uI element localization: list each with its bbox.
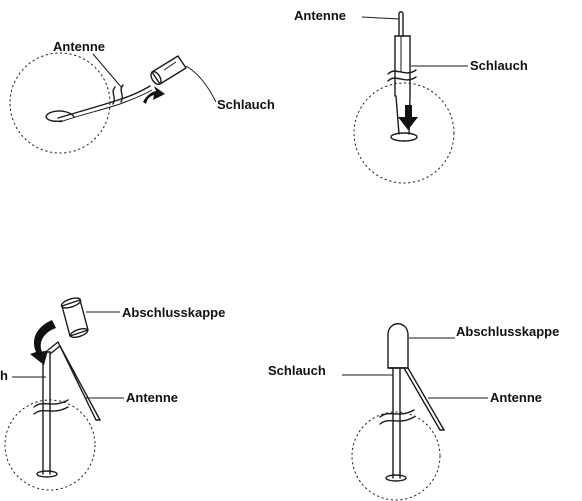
hose-tube [392, 367, 401, 479]
break-mark [387, 76, 417, 82]
antenna-bent-wire [407, 367, 445, 431]
step-2-push-hose-into-ground: Antenne Schlauch [294, 8, 528, 184]
break-mark [379, 409, 415, 418]
antenna-bent-wire [403, 367, 441, 431]
end-cap-label-step-4: Abschlusskappe [456, 324, 559, 339]
leader-line [92, 53, 123, 89]
antenna-loop-end [45, 110, 75, 123]
ground-hole [390, 132, 418, 142]
hose-opening [150, 70, 162, 86]
antenna-label: Antenne [53, 39, 105, 54]
end-cap-top [60, 297, 82, 309]
end-cap-opening [69, 327, 89, 339]
hose-label-step-2: Schlauch [470, 58, 528, 73]
antenna-tip [398, 11, 404, 37]
antenna-wire-inner [59, 89, 153, 123]
hose-label-step-1: Schlauch [217, 97, 275, 112]
leader-line [361, 16, 400, 20]
hose-tube [151, 55, 187, 85]
push-arrow-icon [143, 86, 165, 104]
ground-hole [385, 474, 407, 482]
end-cap [387, 323, 409, 369]
antenna-label-step-3: Antenne [126, 390, 178, 405]
end-cap-label-step-3: Abschlusskappe [122, 305, 225, 320]
step-1-insert-antenna-into-hose: Antenne Schlauch [9, 39, 275, 154]
break-mark [33, 399, 69, 408]
break-mark [112, 86, 116, 105]
down-arrow-icon [398, 105, 418, 130]
antenna-bent-wire [47, 341, 97, 421]
curved-down-arrow-icon [30, 320, 56, 365]
break-mark [33, 406, 69, 415]
antenna-label-step-4: Antenne [490, 390, 542, 405]
ground-area-dashed-circle [353, 82, 455, 184]
break-mark [120, 84, 124, 103]
step-3-place-end-cap: Abschlusskappe h Antenne [0, 297, 225, 491]
step-4-assembled: Abschlusskappe Schlauch Antenne [268, 323, 559, 501]
hose-tube [42, 351, 51, 475]
ground-area-dashed-circle [9, 52, 111, 154]
antenna-wire [57, 85, 151, 119]
hose-inner-line [163, 61, 177, 71]
ground-area-dashed-circle [351, 411, 441, 501]
antenna-bent-wire [49, 345, 101, 421]
hose-label-step-3: h [0, 368, 8, 383]
antenna-label-top: Antenne [294, 8, 346, 23]
break-mark [379, 416, 415, 425]
leader-line [185, 65, 217, 103]
break-mark [387, 69, 417, 75]
ground-hole [36, 470, 58, 478]
hose-label-step-4: Schlauch [268, 363, 326, 378]
